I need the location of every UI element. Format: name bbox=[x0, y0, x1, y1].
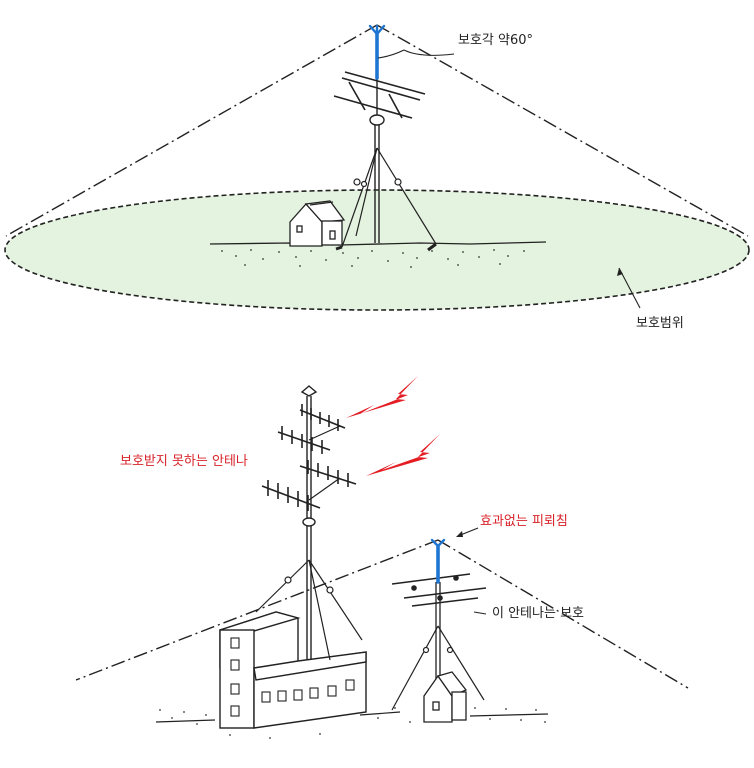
angle-label: 보호각 약60° bbox=[458, 33, 534, 48]
zone-arrow-icon bbox=[617, 268, 623, 276]
yagi-antenna bbox=[333, 71, 426, 119]
antenna-mast bbox=[369, 75, 385, 243]
angle-arc bbox=[377, 49, 405, 59]
ground-line bbox=[209, 241, 547, 246]
bottom-ground bbox=[155, 711, 549, 723]
zone-pointer bbox=[618, 267, 641, 309]
ineffective-arrow-icon bbox=[456, 531, 463, 537]
cone-bottom-right-line bbox=[437, 539, 689, 689]
ineffective-label: 효과없는 피뢰침 bbox=[480, 514, 568, 529]
cone-right-line bbox=[376, 24, 749, 237]
top-scene bbox=[4, 24, 750, 311]
small-mast-guys bbox=[391, 625, 485, 711]
building-windows bbox=[230, 637, 355, 717]
zone-label: 보호범위 bbox=[636, 316, 684, 331]
protected-antenna bbox=[391, 573, 487, 607]
house-icon bbox=[289, 200, 346, 247]
protection-zone bbox=[4, 189, 750, 311]
protected-leader bbox=[473, 611, 487, 615]
bottom-scene bbox=[75, 376, 689, 739]
unprotected-antenna-stack bbox=[261, 404, 357, 511]
lightning-rod bbox=[368, 24, 386, 80]
angle-leader bbox=[403, 49, 455, 56]
guy-wires bbox=[335, 147, 437, 252]
unprotected-label: 보호받지 못하는 안테나 bbox=[120, 454, 248, 469]
lightning-bolt-icon bbox=[346, 376, 440, 476]
ground-texture bbox=[221, 249, 525, 268]
protected-label: 이 안테나는 보호 bbox=[492, 606, 584, 621]
small-house-icon bbox=[423, 671, 468, 723]
tall-mast-guys bbox=[255, 559, 363, 661]
cone-left-line bbox=[5, 24, 378, 237]
cone-bottom-left-line bbox=[75, 539, 439, 681]
building-icon bbox=[219, 611, 367, 729]
tall-mast bbox=[300, 385, 318, 660]
protected-rod bbox=[430, 538, 446, 584]
